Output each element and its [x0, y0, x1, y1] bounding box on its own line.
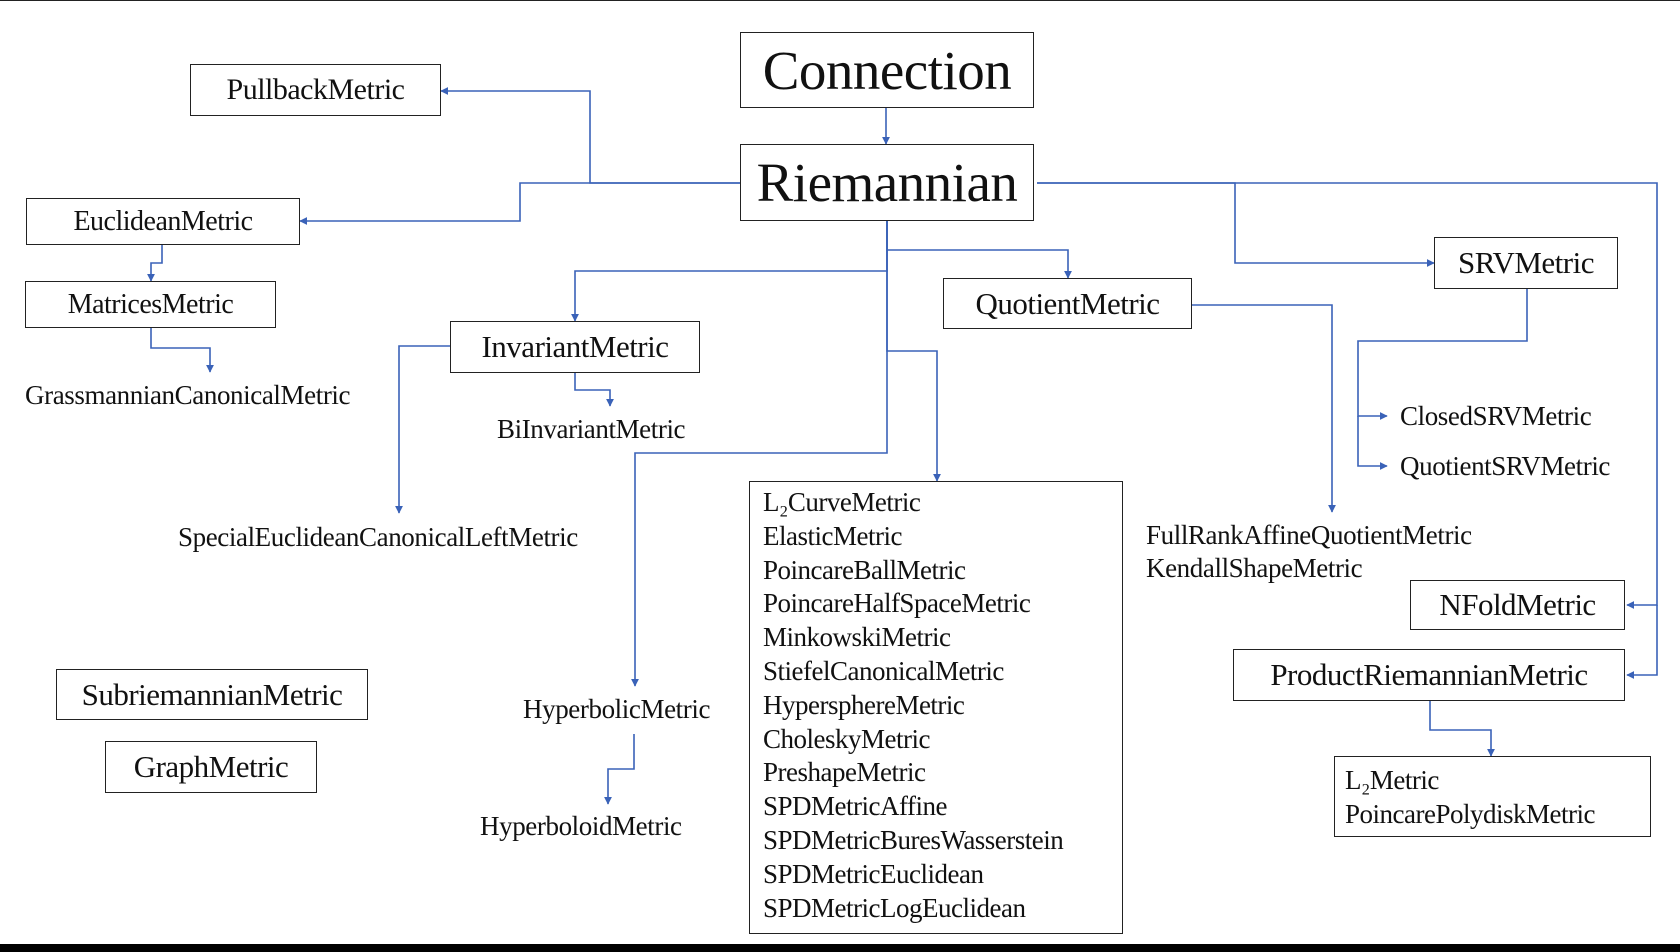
- edge-matrices-grassmannian: [150, 328, 214, 373]
- node-riemannian-label: Riemannian: [756, 152, 1018, 213]
- node-subriemannian-metric: SubriemannianMetric: [56, 669, 368, 720]
- edge-product-l2: [1429, 701, 1495, 757]
- list-item: PoincareHalfSpaceMetric: [763, 588, 1031, 619]
- edge-invariant-biinvariant: [574, 373, 614, 407]
- list-item: PoincareBallMetric: [763, 554, 966, 585]
- label-grassmannian-canonical-metric: GrassmannianCanonicalMetric: [25, 380, 351, 410]
- node-graph-metric: GraphMetric: [105, 741, 317, 793]
- edge-riemannian-invariant: [571, 221, 888, 322]
- edge-riemannian-euclidean: [299, 182, 740, 225]
- node-connection-label: Connection: [762, 39, 1012, 101]
- edge-srv-closedsrv: [1357, 289, 1528, 420]
- node-matrices-metric-label: MatricesMetric: [67, 288, 234, 320]
- label-closed-srv-metric: ClosedSRVMetric: [1400, 401, 1592, 431]
- node-product-children: L₂Metric PoincarePolydiskMetric: [1334, 756, 1651, 837]
- list-item: L₂CurveMetric: [763, 487, 921, 517]
- node-product-riemannian-metric-label: ProductRiemannianMetric: [1270, 657, 1588, 692]
- edge-riemannian-quotient: [886, 221, 1072, 279]
- edge-hyperbolic-hyperboloid: [604, 734, 635, 805]
- node-quotient-metric: QuotientMetric: [943, 278, 1192, 329]
- edge-euclidean-matrices: [147, 245, 163, 282]
- label-biinvariant-metric: BiInvariantMetric: [497, 414, 686, 444]
- list-item: StiefelCanonicalMetric: [763, 655, 1004, 686]
- node-riemannian: Riemannian: [740, 144, 1034, 221]
- node-l2-metric-label: L₂Metric: [1345, 764, 1439, 795]
- label-kendall-shape-metric: KendallShapeMetric: [1146, 553, 1363, 583]
- label-hyperboloid-metric: HyperboloidMetric: [480, 811, 682, 841]
- list-item: SPDMetricAffine: [763, 791, 947, 822]
- list-item: SPDMetricLogEuclidean: [763, 892, 1026, 923]
- label-full-rank-affine-quotient-metric: FullRankAffineQuotientMetric: [1146, 520, 1472, 550]
- node-metric-list: L₂CurveMetric ElasticMetric PoincareBall…: [749, 481, 1123, 934]
- node-product-riemannian-metric: ProductRiemannianMetric: [1233, 649, 1625, 701]
- list-item: CholeskyMetric: [763, 723, 930, 754]
- node-pullback-metric: PullbackMetric: [190, 64, 441, 116]
- node-srv-metric-label: SRVMetric: [1458, 245, 1594, 280]
- bottom-border: [0, 944, 1680, 952]
- list-item: SPDMetricBuresWasserstein: [763, 824, 1064, 855]
- node-matrices-metric: MatricesMetric: [25, 281, 276, 328]
- list-item: ElasticMetric: [763, 520, 902, 551]
- edge-riemannian-hyperbolic: [631, 221, 888, 687]
- node-connection: Connection: [740, 32, 1034, 108]
- edge-riemannian-pullback: [440, 87, 740, 184]
- node-subriemannian-metric-label: SubriemannianMetric: [81, 676, 343, 712]
- list-item: HypersphereMetric: [763, 689, 965, 720]
- list-item: PreshapeMetric: [763, 757, 926, 788]
- list-item: SPDMetricEuclidean: [763, 858, 984, 889]
- list-item: MinkowskiMetric: [763, 622, 951, 653]
- node-nfold-metric: NFoldMetric: [1410, 580, 1625, 630]
- edge-riemannian-product: [1626, 605, 1658, 679]
- node-nfold-metric-label: NFoldMetric: [1439, 587, 1596, 622]
- node-euclidean-metric: EuclideanMetric: [26, 198, 300, 245]
- node-quotient-metric-label: QuotientMetric: [975, 285, 1160, 321]
- edge-riemannian-nfold: [1037, 182, 1658, 609]
- label-special-euclidean-canonical-left-metric: SpecialEuclideanCanonicalLeftMetric: [178, 522, 578, 552]
- node-srv-metric: SRVMetric: [1434, 237, 1618, 289]
- edge-quotient-fullrank: [1192, 304, 1336, 513]
- label-quotient-srv-metric: QuotientSRVMetric: [1400, 451, 1611, 481]
- node-poincare-polydisk-metric-label: PoincarePolydiskMetric: [1345, 798, 1595, 829]
- node-invariant-metric-label: InvariantMetric: [481, 329, 669, 364]
- edge-srv-quotientsrv: [1357, 416, 1388, 470]
- node-euclidean-metric-label: EuclideanMetric: [73, 205, 253, 237]
- edge-invariant-specialeuclidean: [395, 345, 451, 514]
- edge-riemannian-metriclist: [886, 221, 941, 482]
- node-pullback-metric-label: PullbackMetric: [226, 73, 405, 106]
- node-graph-metric-label: GraphMetric: [133, 749, 289, 784]
- edge-riemannian-srv: [1037, 182, 1435, 267]
- node-invariant-metric: InvariantMetric: [450, 321, 700, 373]
- label-hyperbolic-metric: HyperbolicMetric: [523, 694, 711, 724]
